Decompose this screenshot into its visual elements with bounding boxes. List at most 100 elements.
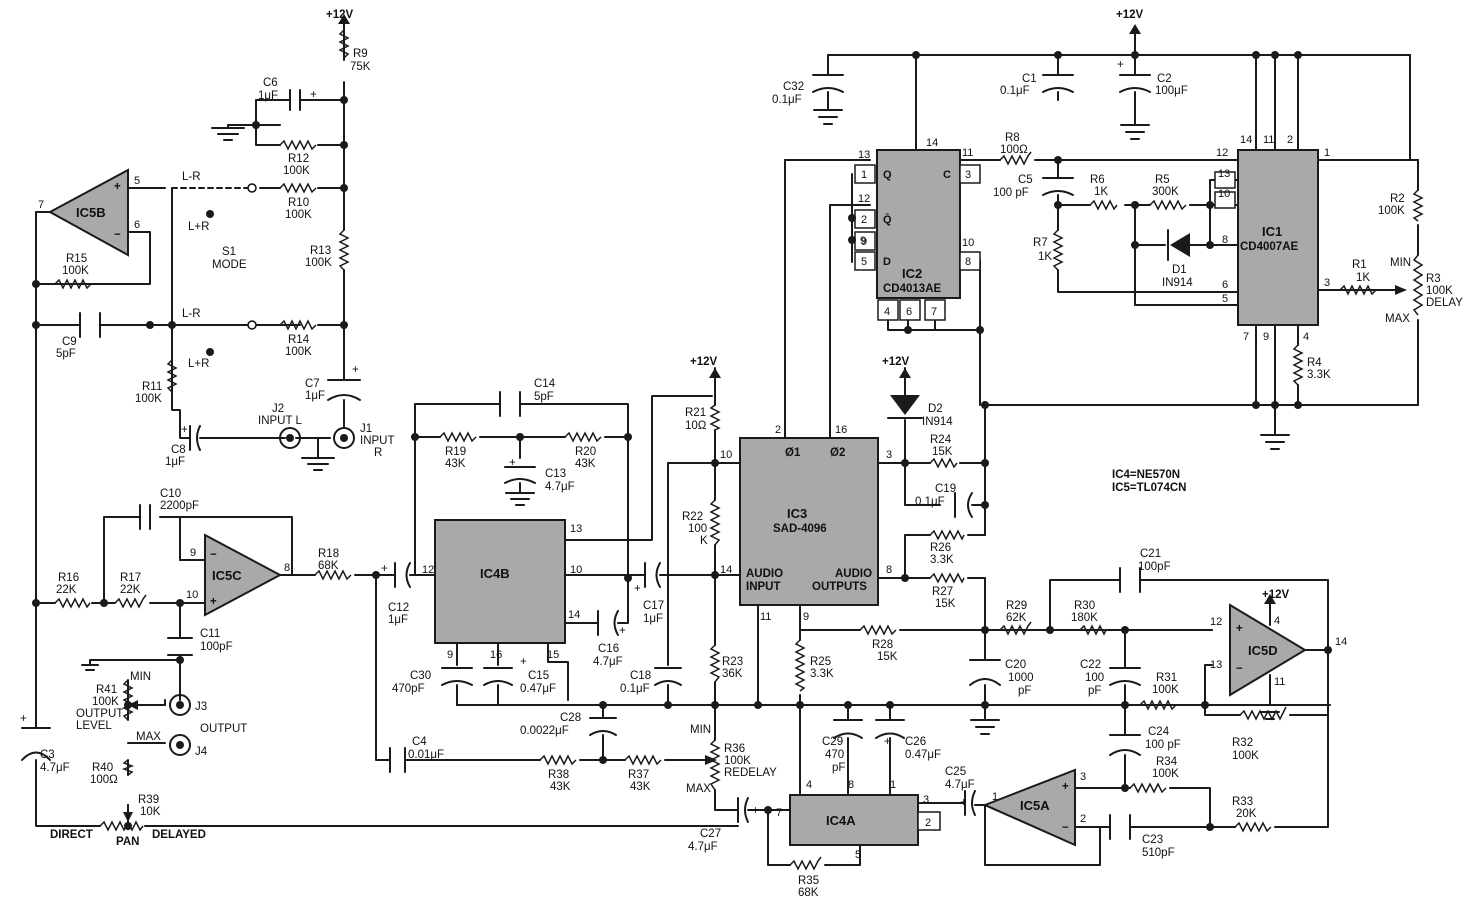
pin-number-pins-ic5c-2: 8 (284, 562, 290, 574)
r26-value: 3.3K (930, 554, 954, 566)
r35-value: 68K (798, 887, 819, 899)
c28-label: C28 (560, 712, 581, 724)
c6-label: C6 (263, 77, 278, 89)
r41-name-1: OUTPUT (76, 708, 123, 720)
svg-text:+: + (381, 563, 388, 575)
svg-text:+: + (1117, 59, 1124, 71)
svg-text:+: + (210, 596, 217, 608)
j3-label: J3 (195, 701, 207, 713)
r39-value: 10K (140, 806, 161, 818)
supply-label-1: +12V (326, 9, 354, 21)
c17-value: 1μF (643, 613, 663, 625)
svg-text:+: + (884, 736, 891, 748)
ic3-part: SAD-4096 (773, 523, 827, 535)
r12-label: R12 (288, 153, 309, 165)
pin-number-pins-ic3-6: 11 (760, 611, 771, 623)
c2-value: 100μF (1155, 85, 1188, 97)
r33-label: R33 (1232, 796, 1253, 808)
r5-value: 300K (1152, 186, 1179, 198)
pin-number-pins-ic5b-2: 7 (38, 199, 44, 211)
pin-number-pins-ic2_inner-8: D (883, 256, 891, 268)
c11-value: 100pF (200, 641, 233, 653)
r36-max: MAX (686, 783, 711, 795)
j2-name: INPUT L (258, 415, 302, 427)
r36-min: MIN (690, 724, 711, 736)
r36-value: 100K (724, 755, 751, 767)
ic2-part: CD4013AE (883, 283, 941, 295)
r3-name: DELAY (1426, 297, 1463, 309)
r23-label: R23 (722, 656, 743, 668)
pin-number-pins-ic1-6: 10 (1218, 188, 1230, 200)
c21-value: 100pF (1138, 561, 1171, 573)
r11-label: R11 (142, 381, 162, 393)
r6-value: 1K (1094, 186, 1108, 198)
r7-value: 1K (1038, 251, 1052, 263)
r24-label: R24 (930, 434, 952, 446)
svg-text:+: + (619, 625, 626, 637)
r25-label: R25 (810, 656, 831, 668)
c20-unit: pF (1018, 685, 1031, 697)
capacitor-symbols (21, 74, 1151, 840)
opamps (47, 168, 1307, 847)
pan-direct: DIRECT (50, 829, 93, 841)
pin-number-pins-ic5a-1: 3 (1080, 771, 1086, 783)
r33-value: 20K (1236, 808, 1257, 820)
r32-label: R32 (1232, 737, 1253, 749)
ic3-out-2: OUTPUTS (812, 581, 867, 593)
ic1-part: CD4007AE (1240, 241, 1298, 253)
r38-value: 43K (550, 781, 571, 793)
c3-label: C3 (40, 749, 55, 761)
opamp-polarity: + − − + + − + − + + + + + + + + + + + + … (20, 59, 1243, 834)
pin-number-pins-ic1-12: 9 (1263, 331, 1269, 343)
ic5b-name: IC5B (76, 205, 106, 220)
c21-label: C21 (1140, 548, 1161, 560)
pin-number-pins-ic5b-0: 5 (134, 175, 140, 187)
c14-value: 5pF (534, 391, 554, 403)
c8-value: 1μF (165, 456, 185, 468)
pin-number-pins-ic1-11: 7 (1243, 331, 1249, 343)
c32-label: C32 (783, 81, 804, 93)
r20-value: 43K (575, 458, 596, 470)
pin-number-pins-ic2-8: 7 (931, 306, 937, 318)
r21-value: 10Ω (685, 420, 707, 432)
wiper-arrows (123, 285, 1407, 822)
ic3-phi1: Ø1 (785, 447, 801, 459)
switch-contacts (171, 183, 257, 356)
c30-label: C30 (410, 670, 431, 682)
r30-label: R30 (1074, 600, 1095, 612)
r2-label: R2 (1390, 193, 1405, 205)
c10-label: C10 (160, 488, 181, 500)
c4-label: C4 (412, 736, 427, 748)
r5-label: R5 (1155, 174, 1170, 186)
r22-label: R22 (682, 511, 703, 523)
c20-value: 1000 (1008, 672, 1034, 684)
c22-value: 100 (1085, 672, 1104, 684)
c14-label: C14 (534, 378, 556, 390)
svg-text:+: + (960, 797, 967, 809)
c7-value: 1μF (305, 390, 325, 402)
r40-value: 100Ω (90, 774, 118, 786)
r18-label: R18 (318, 548, 339, 560)
pin-number-pins-ic4b-4: 9 (447, 649, 453, 661)
c29-unit: pF (832, 762, 845, 774)
pin-number-pins-ic2_inner-4: 2 (861, 214, 867, 226)
pin-number-pins-ic1-13: 4 (1303, 331, 1309, 343)
r22-unit: K (700, 535, 708, 547)
r21-label: R21 (685, 407, 706, 419)
pin-number-pins-ic3-2: 10 (720, 449, 732, 461)
pin-number-pins-ic3-3: 3 (886, 449, 892, 461)
r36-label: R36 (724, 743, 745, 755)
ic-bodies (434, 149, 1319, 846)
r10-label: R10 (288, 197, 309, 209)
r3-min: MIN (1390, 257, 1411, 269)
c27-value: 4.7μF (688, 841, 718, 853)
c4-value: 0.01μF (408, 749, 444, 761)
ic3-in-2: INPUT (746, 581, 781, 593)
c26-label: C26 (905, 736, 926, 748)
resistor-symbols (54, 29, 1424, 871)
pin-number-pins-ic2_inner-6: 9 (861, 236, 867, 248)
svg-text:−: − (210, 549, 217, 561)
pin-number-pins-ic2-5: 10 (962, 237, 974, 249)
c3-value: 4.7μF (40, 762, 70, 774)
